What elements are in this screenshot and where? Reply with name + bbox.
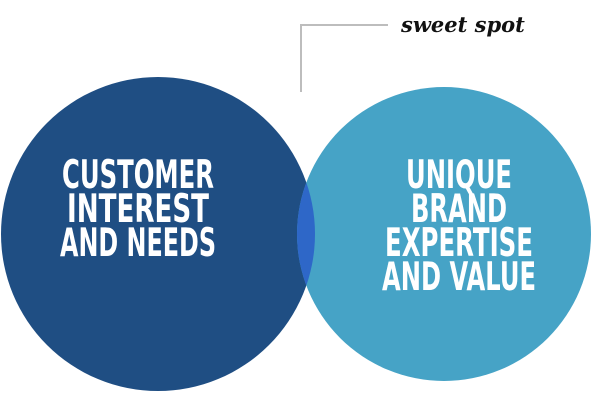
brand-expertise-circle bbox=[297, 87, 591, 381]
right-circle-label-3: EXPERTISE bbox=[385, 221, 533, 266]
right-circle-label-4: AND VALUE bbox=[382, 255, 536, 300]
right-circle-label-1: UNIQUE bbox=[406, 153, 512, 198]
right-circle-label-2: BRAND bbox=[411, 187, 507, 232]
left-circle-label-2: INTEREST bbox=[67, 187, 209, 232]
left-label-line-2: INTEREST bbox=[67, 187, 209, 232]
left-circle-label: CUSTOMER bbox=[62, 153, 214, 198]
left-circle-label-3: AND NEEDS bbox=[60, 221, 216, 266]
sweet-spot-callout-line bbox=[300, 24, 388, 92]
left-label-line-3: AND NEEDS bbox=[60, 221, 216, 266]
sweet-spot-callout-text: sweet spot bbox=[400, 12, 525, 37]
left-label-line-1: CUSTOMER bbox=[62, 153, 214, 198]
customer-interest-circle bbox=[1, 77, 315, 391]
